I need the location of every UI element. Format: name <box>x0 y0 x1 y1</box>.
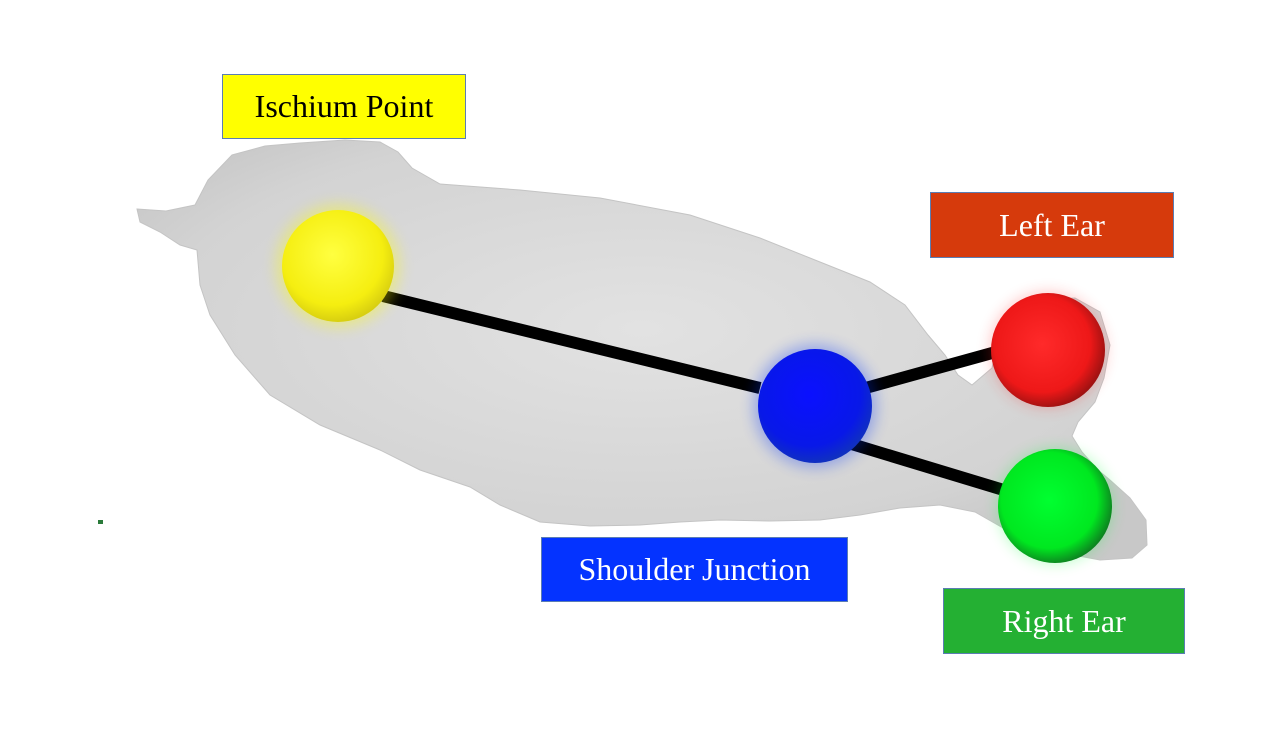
shoulder-junction-marker <box>753 344 877 468</box>
ischium-point-marker <box>276 204 400 328</box>
shoulder-to-right-ear-line <box>843 436 1032 504</box>
ischium-to-shoulder-line <box>381 290 762 394</box>
left-ear-label: Left Ear <box>930 192 1174 258</box>
left-ear-marker <box>990 292 1106 408</box>
stray-mark <box>98 520 103 524</box>
shoulder-junction-label: Shoulder Junction <box>541 537 848 602</box>
ischium-point-label: Ischium Point <box>222 74 466 139</box>
right-ear-marker <box>997 448 1113 564</box>
right-ear-label: Right Ear <box>943 588 1185 654</box>
